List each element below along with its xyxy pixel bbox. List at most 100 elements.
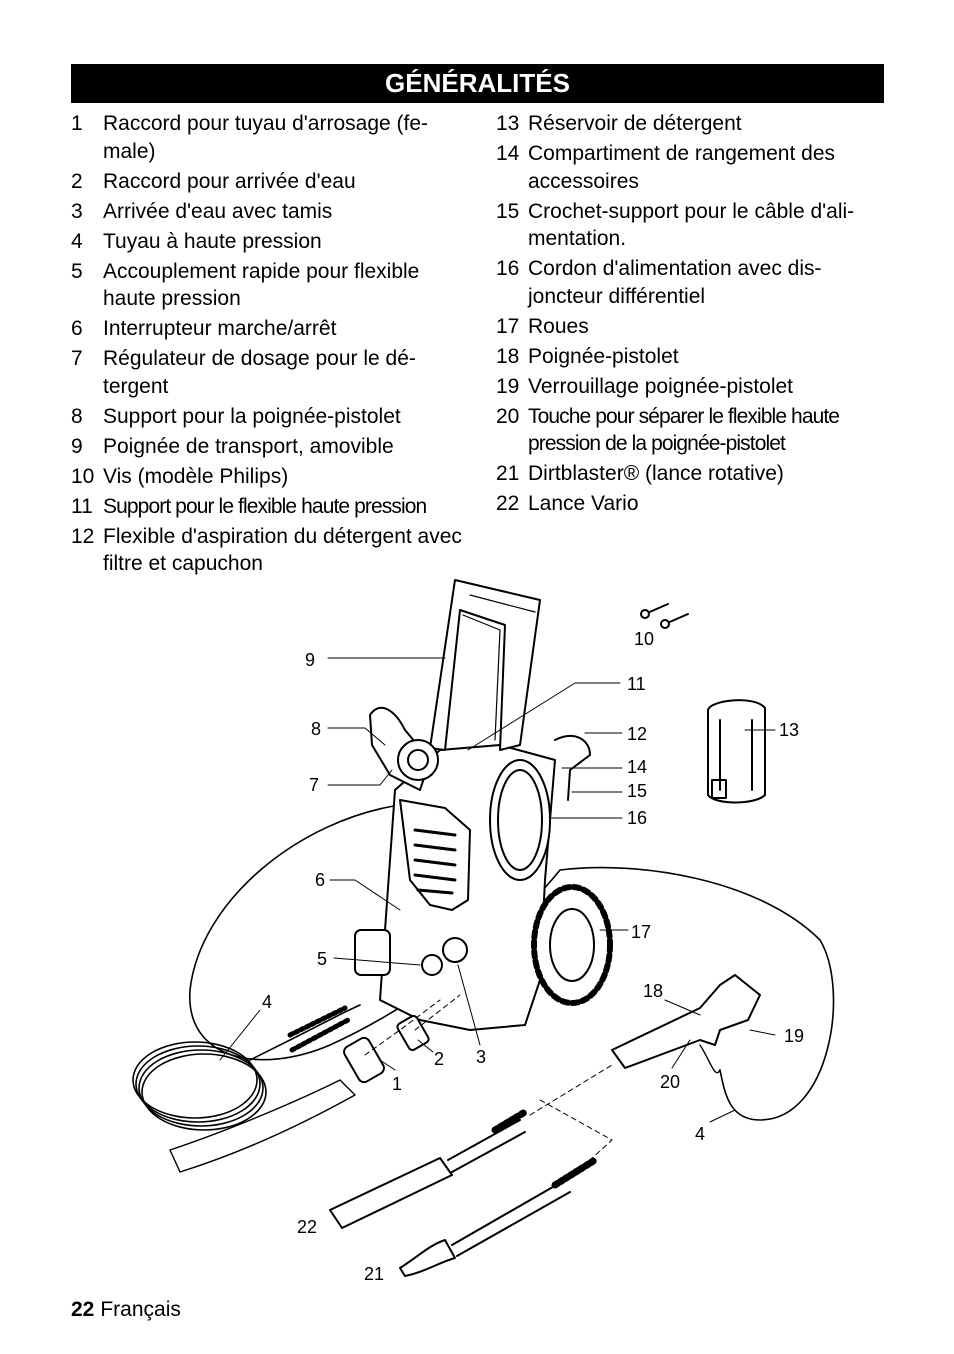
screws-drawing xyxy=(640,603,689,629)
legend-text: Poignée-pistolet xyxy=(528,344,679,368)
legend-text: Accouplement rapide pour flexible haute … xyxy=(103,259,420,311)
callout-label: 18 xyxy=(643,981,663,1001)
legend-number: 15 xyxy=(496,199,520,223)
legend-item: 15 Crochet-support pour le câble d'ali-me… xyxy=(496,198,896,253)
callout-label: 7 xyxy=(309,775,319,795)
callout-label: 4 xyxy=(262,992,272,1012)
legend-number: 22 xyxy=(496,492,520,515)
legend-number: 17 xyxy=(496,314,520,338)
callout-label: 2 xyxy=(434,1049,444,1069)
carry-handle-drawing xyxy=(429,579,541,751)
legend-number: 3 xyxy=(71,199,83,223)
legend-number: 16 xyxy=(496,257,520,280)
legend-item: 17 Roues xyxy=(496,313,896,341)
callout-label: 9 xyxy=(305,650,315,670)
legend-item: 1 Raccord pour tuyau d'arrosage (fe-male) xyxy=(71,110,471,165)
legend-item: 12 Flexible d'aspiration du détergent ave… xyxy=(71,523,471,578)
spray-gun-drawing xyxy=(611,974,761,1074)
callout-label: 19 xyxy=(784,1026,804,1046)
legend-number: 19 xyxy=(496,374,520,398)
legend-text: Lance Vario xyxy=(528,492,639,515)
legend-text: Régulateur de dosage pour le dé-tergent xyxy=(103,347,416,398)
legend-text: Dirtblaster® (lance rotative) xyxy=(528,462,784,485)
legend-text: Vis (modèle Philips) xyxy=(103,464,289,488)
legend-text: Support pour le flexible haute pression xyxy=(103,494,427,518)
legend-number: 11 xyxy=(71,494,93,518)
callout-label: 21 xyxy=(364,1264,384,1284)
legend-text: Roues xyxy=(528,314,589,338)
callout-label: 15 xyxy=(627,781,647,801)
legend-number: 1 xyxy=(71,112,83,135)
legend-number: 12 xyxy=(71,524,95,548)
callout-label: 3 xyxy=(476,1047,486,1067)
footer-language: Français xyxy=(100,1298,181,1321)
legend-text: Arrivée d'eau avec tamis xyxy=(103,199,333,223)
vario-lance-drawing xyxy=(329,1108,529,1229)
callout-label: 8 xyxy=(311,719,321,739)
wheel-drawing xyxy=(531,884,613,1006)
legend-number: 5 xyxy=(71,259,83,283)
legend-text: Raccord pour tuyau d'arrosage (fe-male) xyxy=(103,112,429,163)
callout-label: 5 xyxy=(317,949,327,969)
legend-item: 20 Touche pour séparer le flexible haute … xyxy=(496,403,896,458)
legend-item: 18 Poignée-pistolet xyxy=(496,343,896,371)
legend-item: 3 Arrivée d'eau avec tamis xyxy=(71,198,471,226)
legend-text: Réservoir de détergent xyxy=(528,112,742,135)
legend-text: Crochet-support pour le câble d'ali-ment… xyxy=(528,199,855,251)
callout-label: 12 xyxy=(627,724,647,744)
legend-item: 5 Accouplement rapide pour flexible haute… xyxy=(71,258,471,313)
coupling-drawing xyxy=(343,1014,430,1084)
callout-label: 22 xyxy=(297,1217,317,1237)
callout-label: 6 xyxy=(315,870,325,890)
legend-right-column: 13 Réservoir de détergent 14 Compartiment … xyxy=(496,110,896,520)
detergent-tank-drawing xyxy=(707,699,766,804)
legend-number: 7 xyxy=(71,347,83,370)
leader-lines xyxy=(219,657,776,1123)
legend-item: 11 Support pour le flexible haute pressio… xyxy=(71,493,471,521)
callout-label: 20 xyxy=(660,1072,680,1092)
pressure-washer-diagram: 1 2 3 4 5 6 7 8 9 10 11 12 13 14 15 16 1… xyxy=(132,579,835,1284)
legend-number: 2 xyxy=(71,169,83,193)
legend-number: 14 xyxy=(496,142,520,165)
legend-item: 9 Poignée de transport, amovible xyxy=(71,433,471,461)
callout-label: 13 xyxy=(779,720,799,740)
legend-item: 21 Dirtblaster® (lance rotative) xyxy=(496,460,896,488)
legend-text: Interrupteur marche/arrêt xyxy=(103,317,337,340)
callout-label: 14 xyxy=(627,757,647,777)
callout-label: 16 xyxy=(627,808,647,828)
legend-item: 16 Cordon d'alimentation avec dis-joncteu… xyxy=(496,255,896,310)
callout-label: 4 xyxy=(695,1124,705,1144)
legend-item: 13 Réservoir de détergent xyxy=(496,110,896,138)
legend-number: 6 xyxy=(71,317,83,340)
legend-left-column: 1 Raccord pour tuyau d'arrosage (fe-male)… xyxy=(71,110,471,580)
callout-label: 1 xyxy=(392,1074,402,1094)
legend-text: Tuyau à haute pression xyxy=(103,229,322,253)
legend-text: Raccord pour arrivée d'eau xyxy=(103,169,356,193)
section-title: GÉNÉRALITÉS xyxy=(71,64,884,103)
legend-number: 20 xyxy=(496,404,520,428)
callout-label: 11 xyxy=(627,674,646,694)
high-pressure-hose-drawing xyxy=(132,1004,361,1131)
legend-item: 19 Verrouillage poignée-pistolet xyxy=(496,373,896,401)
legend-text: Flexible d'aspiration du détergent avec … xyxy=(103,524,462,576)
legend-text: Touche pour séparer le flexible haute pr… xyxy=(528,404,840,456)
legend-text: Cordon d'alimentation avec dis-joncteur … xyxy=(528,257,822,308)
legend-text: Verrouillage poignée-pistolet xyxy=(528,374,794,398)
legend-number: 18 xyxy=(496,344,520,368)
legend-number: 13 xyxy=(496,112,520,135)
page-number: 22 xyxy=(71,1298,95,1321)
callout-label: 10 xyxy=(634,629,654,649)
legend-number: 9 xyxy=(71,434,83,458)
legend-number: 4 xyxy=(71,229,83,253)
legend-number: 21 xyxy=(496,462,520,485)
legend-item: 14 Compartiment de rangement des accessoi… xyxy=(496,140,896,195)
legend-text: Poignée de transport, amovible xyxy=(103,434,394,458)
legend-item: 7 Régulateur de dosage pour le dé-tergent xyxy=(71,345,471,400)
dirtblaster-drawing xyxy=(399,1156,599,1277)
legend-text: Compartiment de rangement des accessoire… xyxy=(528,142,835,193)
legend-item: 4 Tuyau à haute pression xyxy=(71,228,471,256)
legend-item: 6 Interrupteur marche/arrêt xyxy=(71,315,471,343)
